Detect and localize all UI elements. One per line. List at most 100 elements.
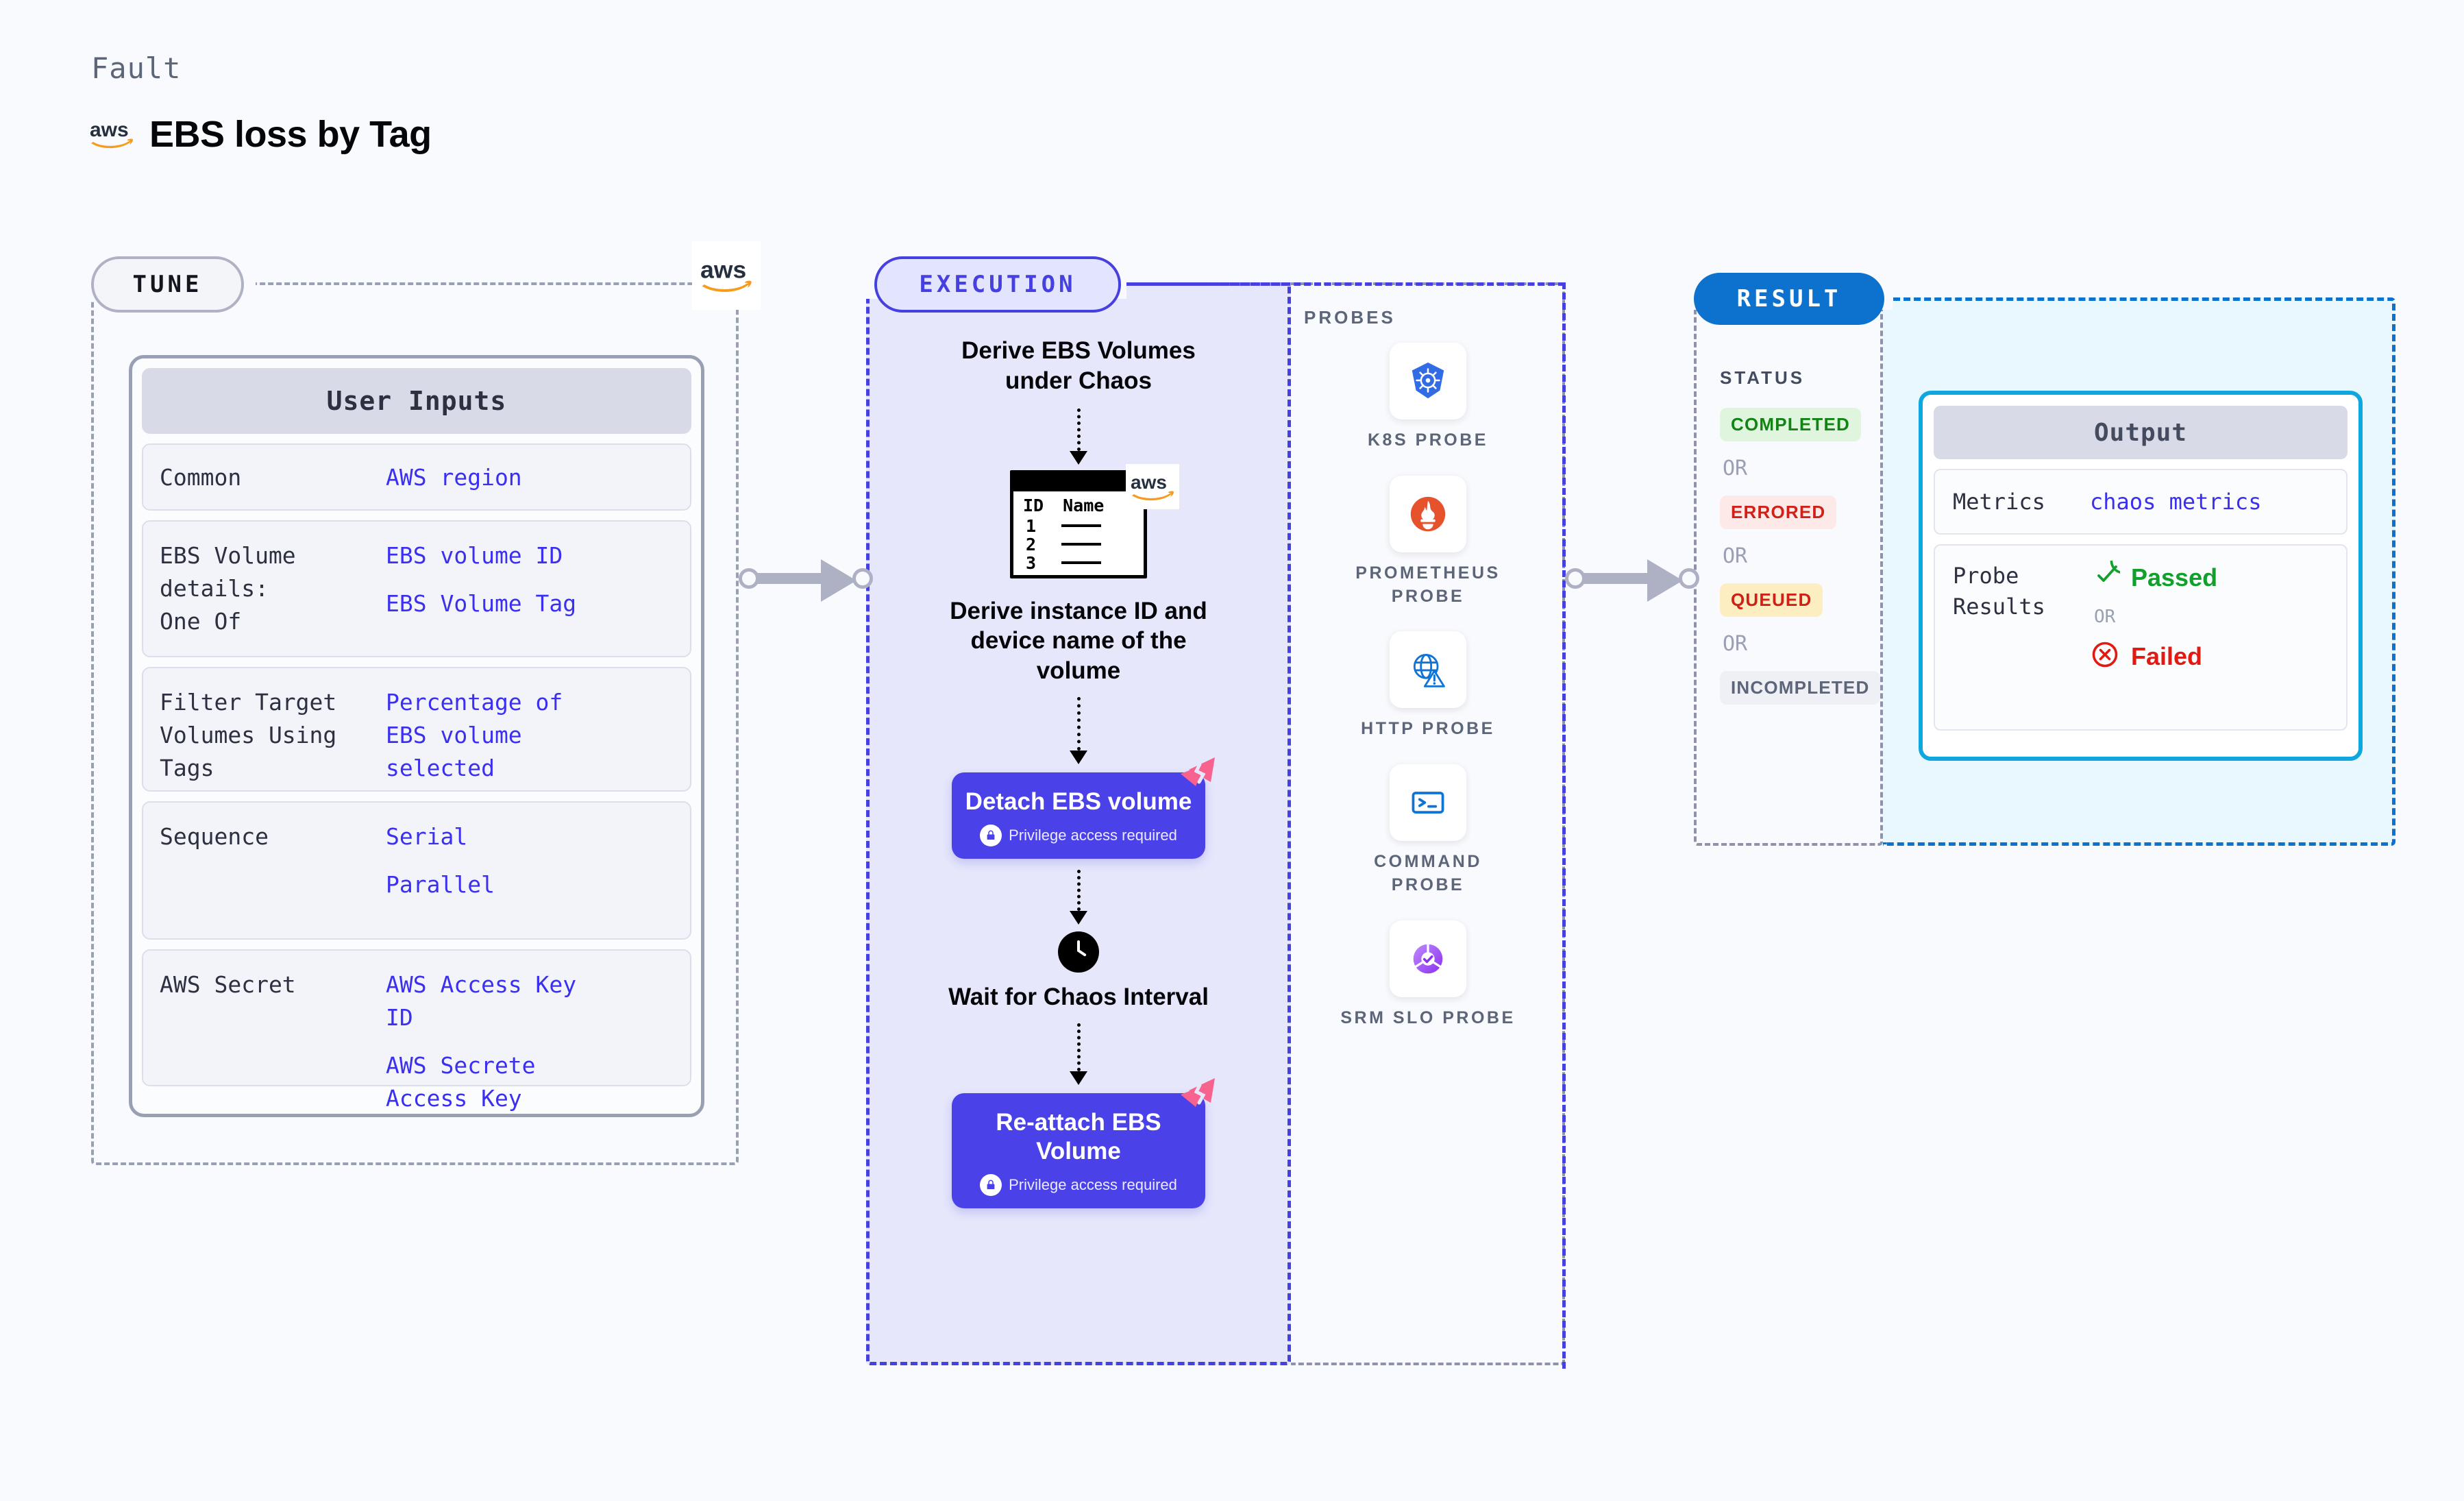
row-values: AWS Access Key ID AWS Secrete Access Key bbox=[386, 968, 598, 1112]
svg-text:aws: aws bbox=[90, 119, 129, 141]
litmus-logo-icon bbox=[1175, 755, 1220, 798]
probe-item-srm-slo[interactable]: SRM SLO PROBE bbox=[1339, 920, 1517, 1030]
probe-item-k8s[interactable]: K8S PROBE bbox=[1339, 343, 1517, 452]
action-reattach-ebs-volume[interactable]: Re-attach EBS Volume Privilege access re… bbox=[952, 1077, 1215, 1208]
page-title: EBS loss by Tag bbox=[149, 114, 432, 155]
action-detach-ebs-volume[interactable]: Detach EBS volume Privilege access requi… bbox=[952, 757, 1215, 859]
or-label: OR bbox=[1723, 456, 1748, 480]
or-label: OR bbox=[2094, 607, 2116, 627]
row-id: 2 bbox=[1026, 534, 1037, 554]
http-globe-icon bbox=[1390, 631, 1466, 709]
execution-flow: Derive EBS Volumes under Chaos ID Name 1… bbox=[866, 336, 1291, 1208]
lock-icon bbox=[980, 824, 1002, 846]
check-circle-icon bbox=[2090, 548, 2136, 594]
table-row: EBS Volume details: One Of EBS volume ID… bbox=[142, 520, 691, 657]
privilege-note-label: Privilege access required bbox=[1009, 826, 1177, 844]
svg-text:aws: aws bbox=[700, 256, 746, 284]
table-row: 3 bbox=[1013, 552, 1144, 573]
row-id: 3 bbox=[1026, 552, 1037, 573]
connector-execution-to-result bbox=[1565, 555, 1702, 603]
probe-result-values: Passed OR Failed bbox=[2090, 548, 2218, 714]
output-card: Output Metrics chaos metrics Probe Resul… bbox=[1919, 391, 2363, 761]
probe-item-http[interactable]: HTTP PROBE bbox=[1339, 631, 1517, 741]
lock-icon bbox=[980, 1173, 1002, 1196]
probe-failed-label: Failed bbox=[2131, 642, 2203, 670]
execution-right-edge bbox=[1562, 282, 1566, 1369]
user-inputs-card: User Inputs Common AWS region EBS Volume… bbox=[129, 355, 704, 1117]
table-row: 1 bbox=[1013, 516, 1144, 536]
probe-result-passed: Passed bbox=[2090, 548, 2218, 594]
clock-icon bbox=[1058, 931, 1099, 973]
status-header: STATUS bbox=[1720, 367, 1806, 388]
page-kicker: Fault bbox=[91, 51, 182, 85]
probes-title: PROBES bbox=[1304, 307, 1396, 328]
flow-arrow-icon bbox=[1070, 1023, 1087, 1085]
status-list: STATUS COMPLETED OR ERRORED OR QUEUED OR… bbox=[1720, 367, 1884, 705]
litmus-logo-icon bbox=[1175, 1075, 1220, 1119]
probe-passed-label: Passed bbox=[2131, 563, 2218, 591]
row-value: Percentage of EBS volume selected bbox=[386, 689, 563, 781]
table-row: Sequence Serial Parallel bbox=[142, 801, 691, 940]
row-value: Parallel bbox=[386, 870, 495, 898]
row-key: EBS Volume details: One Of bbox=[160, 542, 296, 635]
probe-result-failed: Failed bbox=[2090, 639, 2217, 673]
connector-tune-to-execution bbox=[739, 555, 876, 603]
page-title-row: aws EBS loss by Tag bbox=[89, 113, 432, 156]
prometheus-icon bbox=[1390, 475, 1466, 552]
row-value: AWS Secrete Access Key bbox=[386, 1051, 536, 1112]
row-key: Common bbox=[160, 463, 242, 491]
execution-pill[interactable]: EXECUTION bbox=[874, 256, 1121, 313]
row-name-placeholder bbox=[1061, 561, 1101, 564]
row-key: Probe Results bbox=[1953, 563, 2045, 620]
row-value: chaos metrics bbox=[2090, 489, 2262, 515]
probes-list: K8S PROBE PROMETHEUS PROBE bbox=[1291, 343, 1565, 1029]
row-values: AWS region bbox=[386, 466, 522, 489]
tune-pill[interactable]: TUNE bbox=[91, 256, 244, 313]
table-row: Common AWS region bbox=[142, 443, 691, 511]
ebs-volume-table: ID Name 1 2 3 aws bbox=[1010, 463, 1179, 578]
table-row: Probe Results Passed OR bbox=[1934, 544, 2348, 731]
table-row: Filter Target Volumes Using Tags Percent… bbox=[142, 667, 691, 792]
tune-panel bbox=[91, 282, 739, 1165]
or-label: OR bbox=[1723, 632, 1748, 656]
probe-label: K8S PROBE bbox=[1368, 430, 1488, 450]
table-column-header: Name bbox=[1063, 495, 1105, 515]
status-badge: COMPLETED bbox=[1720, 408, 1862, 441]
row-values: Serial Parallel bbox=[386, 820, 495, 920]
table-column-header: ID bbox=[1023, 495, 1044, 515]
result-status-panel bbox=[1694, 297, 1883, 846]
table-row: Metrics chaos metrics bbox=[1934, 469, 2348, 535]
step-label: Wait for Chaos Interval bbox=[948, 983, 1209, 1010]
x-circle-icon bbox=[2090, 639, 2120, 673]
probe-item-prometheus[interactable]: PROMETHEUS PROBE bbox=[1339, 475, 1517, 609]
privilege-note: Privilege access required bbox=[980, 824, 1177, 846]
row-key: AWS Secret bbox=[160, 971, 296, 998]
srm-slo-icon bbox=[1390, 920, 1466, 997]
probe-item-command[interactable]: COMMAND PROBE bbox=[1339, 764, 1517, 897]
kubernetes-icon bbox=[1390, 343, 1466, 419]
result-pill[interactable]: RESULT bbox=[1694, 273, 1884, 325]
row-key: Filter Target Volumes Using Tags bbox=[160, 689, 337, 781]
flow-arrow-icon bbox=[1070, 696, 1087, 764]
user-inputs-header: User Inputs bbox=[142, 368, 691, 434]
table-row: AWS Secret AWS Access Key ID AWS Secrete… bbox=[142, 949, 691, 1112]
step-label: Derive EBS Volumes under Chaos bbox=[961, 337, 1196, 394]
status-badge: ERRORED bbox=[1720, 496, 1837, 529]
table-row: 2 bbox=[1013, 535, 1144, 554]
probe-label: HTTP PROBE bbox=[1361, 719, 1495, 739]
probe-label: COMMAND PROBE bbox=[1374, 852, 1482, 894]
svg-text:aws: aws bbox=[1131, 472, 1167, 493]
status-badge: QUEUED bbox=[1720, 583, 1823, 617]
tune-aws-logo-icon: aws bbox=[692, 241, 761, 310]
or-label: OR bbox=[1723, 544, 1748, 568]
row-value: AWS Access Key ID bbox=[386, 971, 577, 1031]
row-value: Serial bbox=[386, 823, 468, 850]
status-badge: INCOMPLETED bbox=[1720, 671, 1881, 705]
terminal-icon bbox=[1390, 764, 1466, 841]
flow-arrow-icon bbox=[1070, 869, 1087, 925]
privilege-note-label: Privilege access required bbox=[1009, 1175, 1177, 1193]
probe-label: SRM SLO PROBE bbox=[1340, 1008, 1516, 1027]
step-label: Derive instance ID and device name of th… bbox=[950, 597, 1207, 685]
row-value: AWS region bbox=[386, 463, 522, 491]
